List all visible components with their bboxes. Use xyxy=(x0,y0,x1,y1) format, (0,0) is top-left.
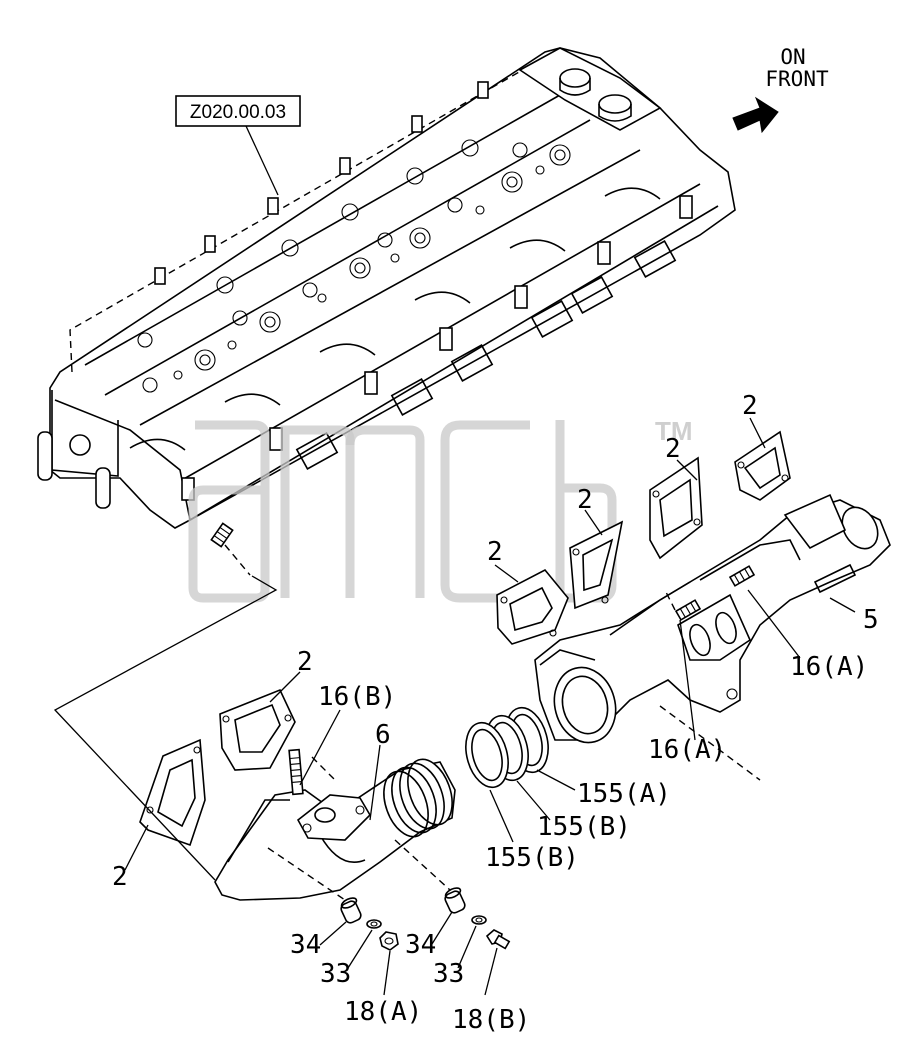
label-stud-16a-upper: 16(A) xyxy=(790,652,868,682)
exhaust-manifold xyxy=(534,493,891,744)
gasket-upper-3 xyxy=(649,456,703,560)
gasket-upper-2 xyxy=(569,520,624,610)
watermark: TM xyxy=(188,416,693,603)
label-gasket-2d: 2 xyxy=(487,537,503,567)
label-ring-155b-upper: 155(B) xyxy=(537,812,631,842)
label-ring-155a: 155(A) xyxy=(577,779,671,809)
gasket-upper-4 xyxy=(734,430,791,501)
watermark-text: TM xyxy=(655,416,693,446)
label-bolt-18a: 18(A) xyxy=(344,997,422,1027)
direction-line2: FRONT xyxy=(765,67,829,91)
label-gasket-2c: 2 xyxy=(577,485,593,515)
label-stud-16b: 16(B) xyxy=(318,682,396,712)
bolt-18b xyxy=(485,929,511,950)
bolt-18a xyxy=(379,931,399,951)
label-stud-16a-lower: 16(A) xyxy=(648,735,726,765)
part-labels: 2 2 2 2 2 2 5 6 16(A) 16(A) 16(B) 155(A)… xyxy=(112,391,879,1035)
seal-rings xyxy=(465,706,549,789)
direction-line1: ON xyxy=(780,45,805,69)
cylinder-head xyxy=(37,47,736,548)
reference-code-box: Z020.00.03 xyxy=(175,95,301,196)
label-gasket-2e: 2 xyxy=(297,647,313,677)
label-gasket-2f: 2 xyxy=(112,862,128,892)
leader-lines xyxy=(124,417,856,996)
label-washer-33-left: 33 xyxy=(320,959,351,989)
label-bolt-18b: 18(B) xyxy=(452,1005,530,1035)
label-manifold-5: 5 xyxy=(863,605,879,635)
assembly-lines xyxy=(53,544,761,901)
gasket-upper-1 xyxy=(496,568,569,645)
label-washer-33-right: 33 xyxy=(433,959,464,989)
front-arrow-icon xyxy=(732,96,779,134)
gasket-lower-2 xyxy=(139,738,206,847)
collar-34-left xyxy=(340,897,362,924)
reference-code: Z020.00.03 xyxy=(190,102,286,123)
exhaust-pipe xyxy=(214,748,456,901)
gasket-lower-1 xyxy=(219,688,296,771)
front-direction-indicator: ON FRONT xyxy=(732,45,829,134)
washer-33-left xyxy=(366,919,382,929)
label-collar-34-right: 34 xyxy=(405,930,436,960)
label-collar-34-left: 34 xyxy=(290,930,321,960)
collar-34-right xyxy=(444,887,466,914)
label-ring-155b-lower: 155(B) xyxy=(485,843,579,873)
label-gasket-2b: 2 xyxy=(665,434,681,464)
label-gasket-2a: 2 xyxy=(742,391,758,421)
washer-33-right xyxy=(471,915,487,925)
label-pipe-6: 6 xyxy=(375,720,391,750)
